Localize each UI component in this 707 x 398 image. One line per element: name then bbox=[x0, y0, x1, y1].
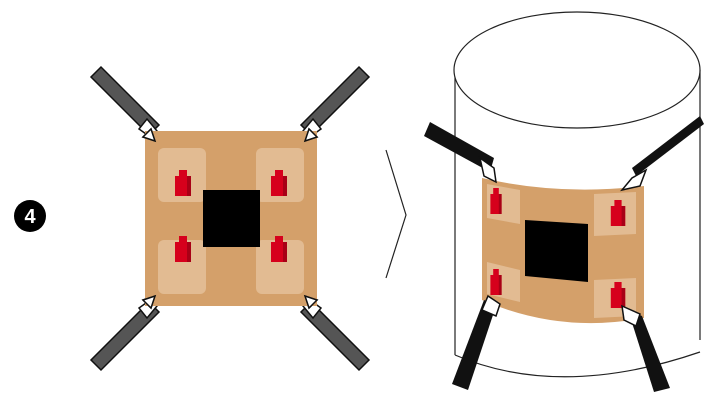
pad-zone-bottom-right bbox=[256, 240, 304, 294]
strap-lower-right bbox=[628, 310, 670, 392]
cylinder-bottom-curve bbox=[454, 351, 701, 378]
flat-pad-figure bbox=[90, 66, 370, 371]
wrapped-clip-bottom-right bbox=[621, 304, 641, 328]
step-badge-circle bbox=[14, 200, 46, 232]
clip-bottom-right bbox=[303, 294, 319, 310]
wrapped-clip-bottom-left bbox=[481, 294, 501, 318]
strap-upper-left bbox=[424, 122, 494, 172]
strap-top-right bbox=[300, 66, 370, 142]
clip-top-left bbox=[141, 127, 157, 143]
step-badge: 4 bbox=[14, 200, 46, 232]
wrapped-clip-top-left bbox=[478, 156, 497, 184]
chevron-right-icon bbox=[385, 149, 407, 279]
wrapped-center-square bbox=[525, 220, 588, 282]
step-number: 4 bbox=[24, 206, 36, 228]
strap-bottom-right bbox=[300, 295, 370, 371]
strap-bottom-left bbox=[90, 295, 160, 371]
strap-upper-right bbox=[632, 116, 704, 176]
cylinder-top-ellipse bbox=[453, 11, 701, 129]
strap-lower-left bbox=[452, 300, 496, 390]
cylinder-figure bbox=[424, 11, 704, 392]
clip-top-right bbox=[303, 127, 319, 143]
wrapped-clip-top-right bbox=[620, 168, 648, 192]
pad-zone-bottom-left bbox=[158, 240, 206, 294]
pad-center-square bbox=[203, 190, 260, 247]
clip-bottom-left bbox=[141, 294, 157, 310]
strap-top-left bbox=[90, 66, 160, 142]
